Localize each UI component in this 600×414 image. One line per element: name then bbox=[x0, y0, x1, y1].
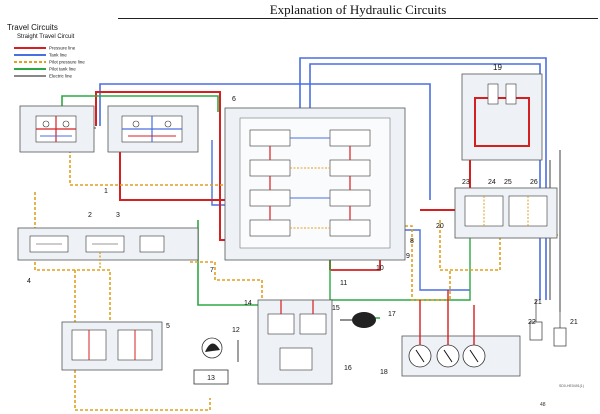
legend-label-pilot-pressure: Pilot pressure line bbox=[49, 60, 85, 65]
legend-label-electric: Electric line bbox=[49, 74, 73, 79]
callout-11: 11 bbox=[340, 280, 347, 287]
section-title: Travel Circuits bbox=[7, 23, 58, 32]
main-pump bbox=[401, 290, 521, 377]
callout-8: 8 bbox=[410, 238, 414, 245]
callout-21a: 21 bbox=[534, 299, 542, 306]
callout-12: 12 bbox=[232, 327, 240, 334]
callout-7: 7 bbox=[210, 267, 214, 274]
callout-4: 4 bbox=[27, 278, 31, 285]
callout-3: 3 bbox=[116, 212, 120, 219]
callout-19: 19 bbox=[493, 63, 502, 72]
legend-label-pilot-tank: Pilot tank line bbox=[49, 67, 76, 72]
component-box-13-label: 13 bbox=[207, 375, 215, 382]
callout-18: 18 bbox=[380, 369, 388, 376]
solenoid-valve-bank bbox=[17, 227, 199, 268]
callout-16: 16 bbox=[344, 365, 352, 372]
callouts: 1 2 3 4 5 6 7 8 9 10 11 12 14 15 16 17 1… bbox=[27, 63, 578, 376]
callout-17: 17 bbox=[388, 311, 396, 318]
legend: Pressure line Tank line Pilot pressure l… bbox=[14, 46, 85, 79]
callout-10: 10 bbox=[376, 265, 384, 272]
legend-label-pressure: Pressure line bbox=[49, 46, 76, 51]
pilot-valve-left bbox=[19, 105, 95, 153]
pressure-sensor-right bbox=[553, 312, 567, 347]
pressure-switch bbox=[201, 337, 223, 359]
travel-motor-unit bbox=[461, 73, 543, 161]
callout-5: 5 bbox=[166, 323, 170, 330]
component-box-13: 13 bbox=[193, 369, 229, 385]
pressure-sensor-mid bbox=[529, 300, 543, 341]
callout-9: 9 bbox=[406, 253, 410, 260]
title-rule bbox=[118, 18, 598, 19]
callout-26: 26 bbox=[530, 179, 538, 186]
legend-label-tank: Tank line bbox=[49, 53, 67, 58]
tank-lines bbox=[99, 57, 547, 300]
callout-6: 6 bbox=[232, 96, 236, 103]
callout-1: 1 bbox=[104, 188, 108, 195]
page-title: Explanation of Hydraulic Circuits bbox=[269, 2, 447, 17]
pedal-valve bbox=[61, 321, 163, 371]
callout-20: 20 bbox=[436, 223, 444, 230]
callout-14: 14 bbox=[244, 300, 252, 307]
main-control-valve bbox=[224, 107, 406, 261]
subsection-title: Straight Travel Circuit bbox=[17, 34, 75, 40]
page-number: 48 bbox=[540, 402, 546, 408]
travel-pilot-valve bbox=[454, 187, 558, 239]
pilot-valve-right bbox=[107, 105, 199, 153]
callout-15: 15 bbox=[332, 305, 340, 312]
solenoid-motor bbox=[340, 312, 376, 328]
callout-22: 22 bbox=[528, 319, 536, 326]
callout-2: 2 bbox=[88, 212, 92, 219]
callout-23: 23 bbox=[462, 179, 470, 186]
callout-24: 24 bbox=[488, 179, 496, 186]
travel-valve-block bbox=[257, 299, 333, 385]
figure-id: SD0-HE0491(1) bbox=[559, 384, 584, 388]
callout-21b: 21 bbox=[570, 319, 578, 326]
callout-25: 25 bbox=[504, 179, 512, 186]
